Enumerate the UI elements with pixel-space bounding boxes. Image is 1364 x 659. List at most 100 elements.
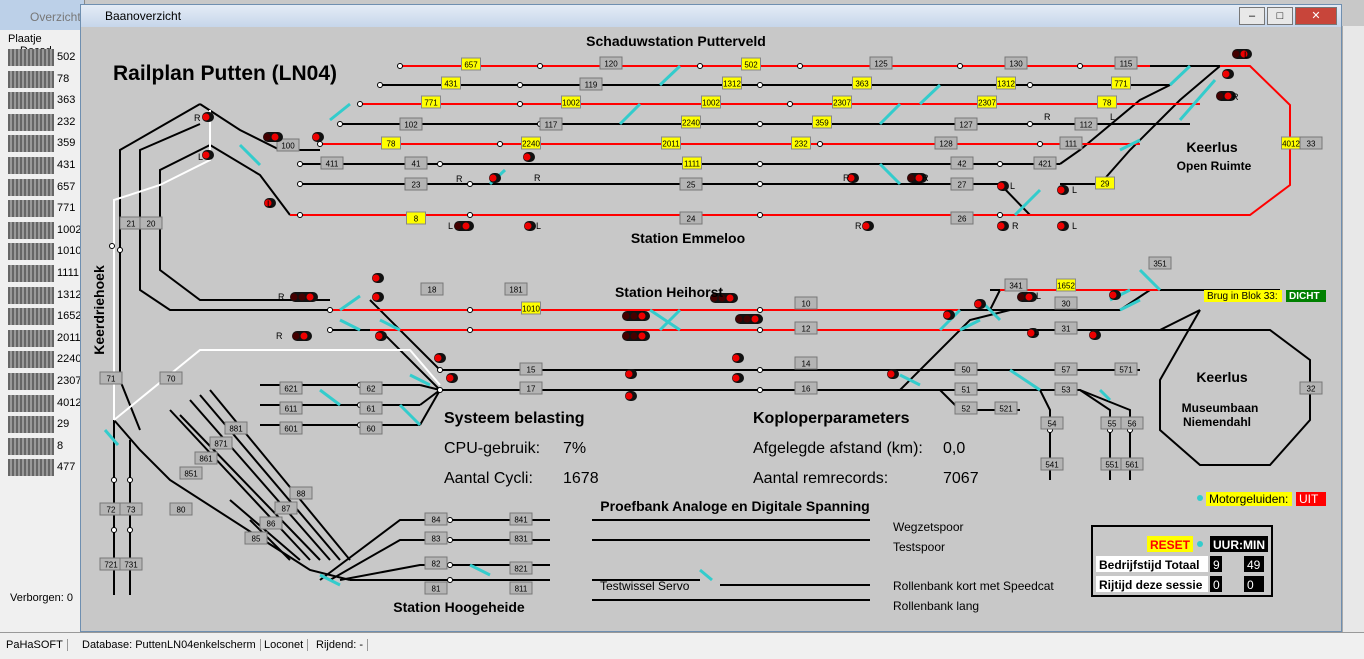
block-55[interactable]: 55 [1100, 416, 1124, 430]
block-62[interactable]: 62 [359, 381, 383, 395]
block-16[interactable]: 16 [794, 381, 818, 395]
list-item[interactable]: 657 [8, 178, 82, 197]
block-84[interactable]: 84 [424, 512, 448, 526]
turnout-marker[interactable] [409, 373, 431, 387]
signal[interactable] [1216, 91, 1236, 101]
signal[interactable] [524, 221, 536, 231]
block-60[interactable]: 60 [359, 421, 383, 435]
signal[interactable] [974, 299, 986, 309]
signal[interactable] [732, 353, 744, 363]
signal[interactable] [312, 132, 324, 142]
turnout-marker[interactable] [1119, 138, 1141, 152]
block-2240[interactable]: 2240 [681, 115, 701, 129]
block-2307[interactable]: 2307 [832, 95, 852, 109]
block-115[interactable]: 115 [1114, 56, 1138, 70]
signal[interactable] [489, 173, 501, 183]
signal[interactable] [454, 221, 474, 231]
list-item[interactable]: 2011 [8, 329, 82, 348]
block-811[interactable]: 811 [509, 581, 533, 595]
block-17[interactable]: 17 [519, 381, 543, 395]
block-4012[interactable]: 4012 [1281, 136, 1301, 150]
signal[interactable] [622, 311, 650, 321]
block-82[interactable]: 82 [424, 556, 448, 570]
signal[interactable] [732, 373, 744, 383]
block-841[interactable]: 841 [509, 512, 533, 526]
turnout-marker[interactable] [1168, 64, 1192, 87]
signal[interactable] [1222, 69, 1234, 79]
block-2307[interactable]: 2307 [977, 95, 997, 109]
turnout-marker[interactable] [878, 102, 902, 126]
block-42[interactable]: 42 [950, 156, 974, 170]
block-541[interactable]: 541 [1040, 457, 1064, 471]
block-611[interactable]: 611 [279, 401, 303, 415]
block-2011[interactable]: 2011 [661, 136, 681, 150]
signal[interactable] [997, 181, 1009, 191]
block-771[interactable]: 771 [1111, 76, 1131, 90]
signal[interactable] [292, 331, 312, 341]
block-1312[interactable]: 1312 [722, 76, 742, 90]
signal[interactable] [434, 353, 446, 363]
turnout-marker[interactable] [339, 294, 361, 312]
block-102[interactable]: 102 [399, 117, 423, 131]
turnout-marker[interactable] [339, 318, 361, 332]
signal[interactable] [710, 293, 738, 303]
block-130[interactable]: 130 [1004, 56, 1028, 70]
block-88[interactable]: 88 [289, 486, 313, 500]
block-351[interactable]: 351 [1148, 256, 1172, 270]
block-1002[interactable]: 1002 [701, 95, 721, 109]
block-24[interactable]: 24 [679, 211, 703, 225]
reset-button[interactable]: RESET [1147, 536, 1193, 552]
col-header-plaatje[interactable]: Plaatje [8, 33, 42, 45]
signal[interactable] [523, 152, 535, 162]
turnout-marker[interactable] [899, 373, 921, 387]
signal[interactable] [372, 292, 384, 302]
signal[interactable] [375, 331, 387, 341]
block-551[interactable]: 551 [1100, 457, 1124, 471]
block-33[interactable]: 33 [1299, 136, 1323, 150]
block-29[interactable]: 29 [1095, 176, 1115, 190]
block-2240[interactable]: 2240 [521, 136, 541, 150]
block-50[interactable]: 50 [954, 362, 978, 376]
signal[interactable] [1027, 328, 1039, 338]
block-81[interactable]: 81 [424, 581, 448, 595]
block-26[interactable]: 26 [950, 211, 974, 225]
list-item[interactable]: 78 [8, 70, 82, 89]
block-521[interactable]: 521 [994, 401, 1018, 415]
block-10[interactable]: 10 [794, 296, 818, 310]
list-item[interactable]: 1010 [8, 242, 82, 261]
block-821[interactable]: 821 [509, 561, 533, 575]
list-item[interactable]: 29 [8, 415, 82, 434]
list-item[interactable]: 4012 [8, 394, 82, 413]
bridge-state[interactable]: DICHT [1286, 290, 1326, 302]
list-item[interactable]: 1652 [8, 307, 82, 326]
turnout-marker[interactable] [329, 102, 351, 122]
list-item[interactable]: 2307 [8, 372, 82, 391]
list-item[interactable]: 1002 [8, 221, 82, 240]
signal[interactable] [372, 273, 384, 283]
list-item[interactable]: 771 [8, 199, 82, 218]
turnout-marker[interactable] [658, 308, 682, 332]
block-851[interactable]: 851 [179, 466, 203, 480]
block-127[interactable]: 127 [954, 117, 978, 131]
turnout-marker[interactable] [878, 162, 902, 186]
block-1111[interactable]: 1111 [682, 156, 702, 170]
block-23[interactable]: 23 [404, 177, 428, 191]
block-53[interactable]: 53 [1054, 382, 1078, 396]
turnout-marker[interactable] [1098, 388, 1112, 402]
block-1652[interactable]: 1652 [1056, 278, 1076, 292]
block-100[interactable]: 100 [276, 138, 300, 152]
block-125[interactable]: 125 [869, 56, 893, 70]
signal[interactable] [202, 150, 214, 160]
signal[interactable] [202, 112, 214, 122]
block-83[interactable]: 83 [424, 531, 448, 545]
block-431[interactable]: 431 [441, 76, 461, 90]
block-32[interactable]: 32 [1299, 381, 1323, 395]
block-117[interactable]: 117 [539, 117, 563, 131]
signal[interactable] [1109, 290, 1121, 300]
list-item[interactable]: 2240 [8, 350, 82, 369]
block-871[interactable]: 871 [209, 436, 233, 450]
block-70[interactable]: 70 [159, 371, 183, 385]
signal[interactable] [290, 292, 318, 302]
block-363[interactable]: 363 [852, 76, 872, 90]
block-71[interactable]: 71 [99, 371, 123, 385]
